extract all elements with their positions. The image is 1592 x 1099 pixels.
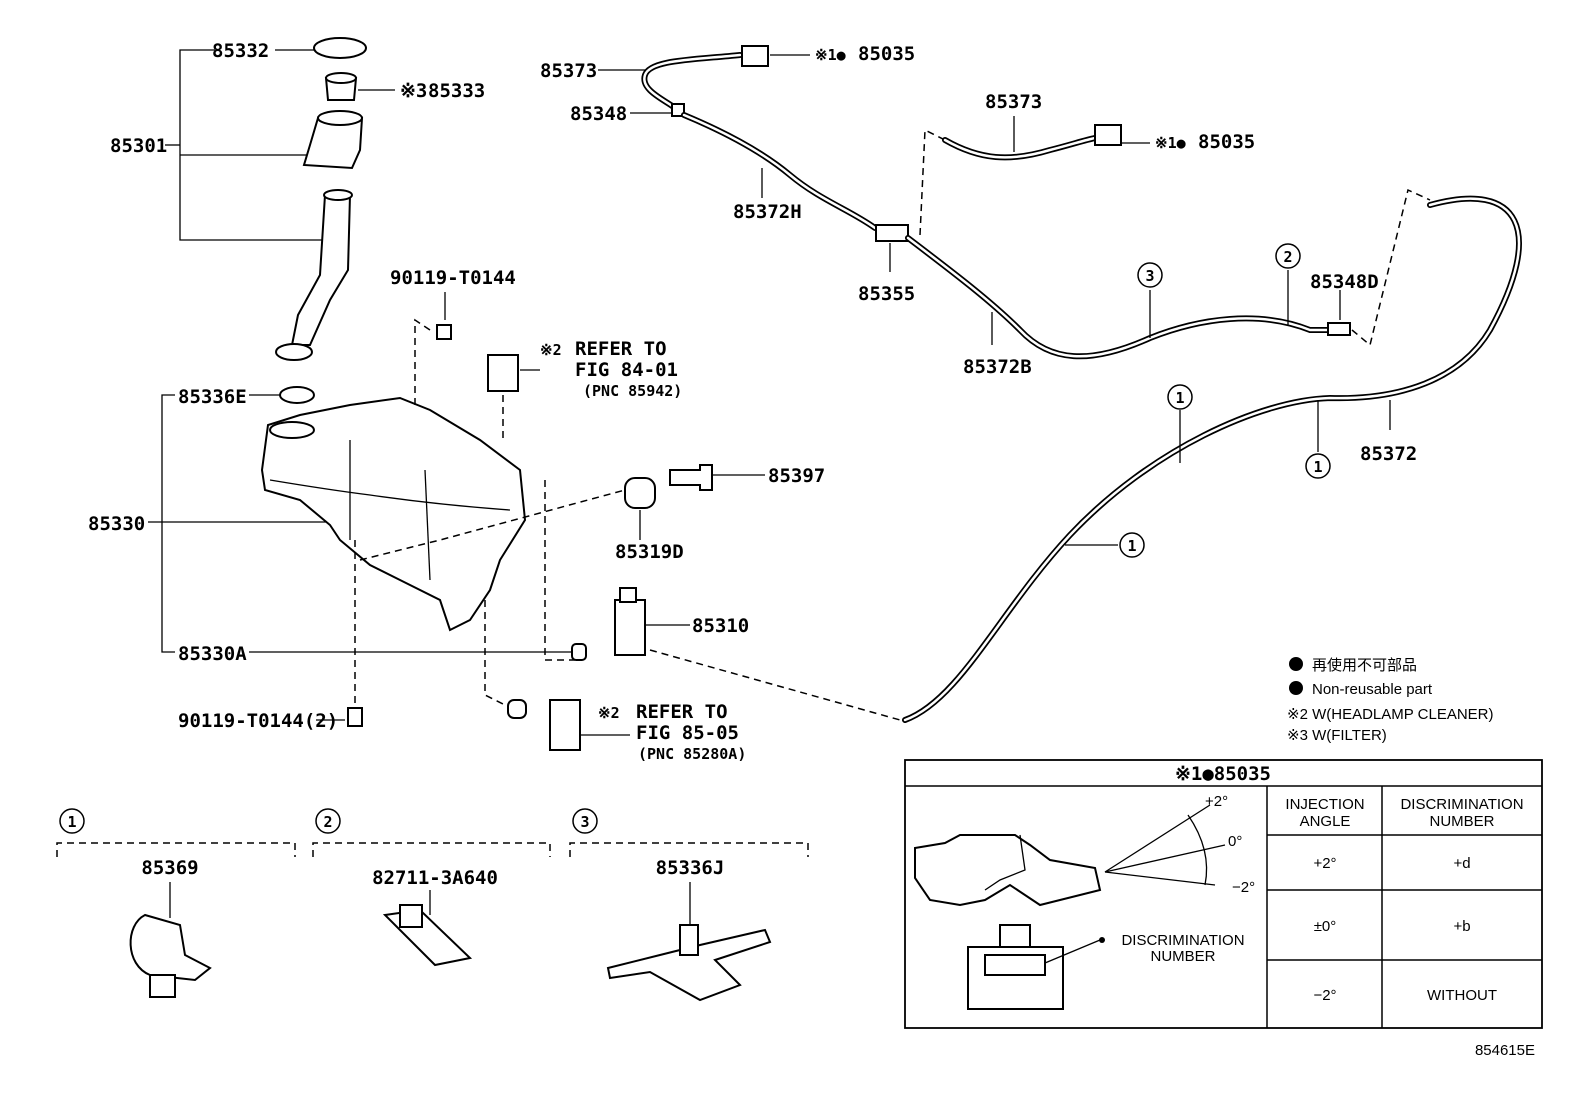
label-85397: 85397	[768, 465, 825, 487]
pump-85310	[614, 599, 646, 656]
ref2-line2: FIG 85-05	[636, 722, 739, 744]
col1-line1: INJECTION	[1285, 796, 1364, 813]
spec-table: ※1●85035 INJECTION ANGLE DISCRIMINATION …	[904, 759, 1543, 1029]
label-bolt-top: 90119-T0144	[390, 267, 516, 289]
label-85373b: 85373	[985, 91, 1042, 113]
hose-85373b	[942, 135, 1098, 161]
clip-group-3-part: 85336J	[656, 857, 725, 879]
note-85035a: ※1●	[815, 46, 846, 64]
cap-85332	[313, 37, 367, 59]
filler-pipe	[290, 194, 352, 346]
ref1-mark: ※2	[540, 341, 562, 359]
legend: 再使用不可部品 Non-reusable part ※2 W(HEADLAMP …	[1287, 657, 1494, 744]
clip-callout-2: 2	[1283, 248, 1292, 266]
clip-callout-1c: 1	[1127, 537, 1136, 555]
nozzle-illustration	[914, 834, 1102, 907]
angle-plus2: +2°	[1205, 793, 1228, 810]
legend-jp: 再使用不可部品	[1312, 657, 1417, 674]
col1-line2: ANGLE	[1300, 813, 1351, 830]
label-85035a: 85035	[858, 43, 915, 65]
clip-group-1-num: 1	[67, 813, 76, 831]
legend-note2: ※2 W(HEADLAMP CLEANER)	[1287, 706, 1494, 723]
label-85348: 85348	[570, 103, 627, 125]
table-title: ※1●85035	[1175, 763, 1271, 785]
hose-85372	[902, 195, 1522, 723]
ref1-line3: (PNC 85942)	[583, 382, 682, 400]
label-85336E: 85336E	[178, 386, 247, 408]
hose-group: 85373 ※1● 85035 85348 85372H 85355 85373…	[540, 43, 1522, 723]
grommet-85330A	[571, 643, 587, 661]
clip-82711	[382, 908, 473, 967]
clip-callout-3: 3	[1145, 267, 1154, 285]
col2-line2: NUMBER	[1429, 813, 1494, 830]
grommet-85280A	[507, 699, 527, 719]
grommet-85319D	[624, 477, 656, 509]
grommet-85336E	[279, 386, 315, 404]
joint-85348	[671, 103, 685, 117]
hose-85373a	[641, 52, 743, 111]
ref2-line1: REFER TO	[636, 701, 728, 723]
clip-callout-1a: 1	[1175, 389, 1184, 407]
label-85035b: 85035	[1198, 131, 1255, 153]
label-85348D: 85348D	[1310, 271, 1379, 293]
legend-note3: ※3 W(FILTER)	[1287, 727, 1387, 744]
label-85330A: 85330A	[178, 643, 247, 665]
note-85333: ※3	[400, 80, 427, 102]
label-85372H: 85372H	[733, 201, 802, 223]
legend-en: Non-reusable part	[1312, 681, 1433, 698]
row3-disc: WITHOUT	[1427, 987, 1497, 1004]
label-85310: 85310	[692, 615, 749, 637]
label-85301: 85301	[110, 135, 167, 157]
bullet-icon	[1289, 657, 1303, 671]
angle-zero: 0°	[1228, 833, 1242, 850]
bullet-icon	[1289, 681, 1303, 695]
label-bolt-bottom: 90119-T0144(2)	[178, 710, 338, 732]
disc-label-line2: NUMBER	[1150, 948, 1215, 965]
ref2-mark: ※2	[598, 704, 620, 722]
nozzle-85035b	[1094, 124, 1122, 146]
nozzle-85035a	[741, 45, 769, 67]
tank-85330	[260, 396, 527, 632]
row3-angle: −2°	[1313, 987, 1336, 1004]
label-85355: 85355	[858, 283, 915, 305]
disc-label-line1: DISCRIMINATION	[1121, 932, 1244, 949]
connector-85942	[487, 354, 519, 392]
bolt-bottom	[347, 707, 363, 727]
clip-group-2-num: 2	[323, 813, 332, 831]
sensor-85397	[669, 464, 713, 491]
pump-85280A	[549, 699, 581, 751]
row1-angle: +2°	[1313, 855, 1336, 872]
row1-disc: +d	[1453, 855, 1470, 872]
clip-85369	[129, 913, 212, 982]
note-85035b: ※1●	[1155, 134, 1186, 152]
joint-85348D	[1327, 322, 1351, 336]
hose-85372B	[905, 235, 1333, 360]
col2-line1: DISCRIMINATION	[1400, 796, 1523, 813]
row2-disc: +b	[1453, 918, 1470, 935]
filler-group: 85301 85332 ※3 85333 85336E	[110, 37, 485, 408]
angle-minus2: −2°	[1232, 879, 1255, 896]
label-85372: 85372	[1360, 443, 1417, 465]
label-85372B: 85372B	[963, 356, 1032, 378]
joint-85355	[875, 224, 909, 242]
figure-id: 854615E	[1475, 1042, 1535, 1059]
label-85333: 85333	[428, 80, 485, 102]
row2-angle: ±0°	[1314, 918, 1337, 935]
label-85332: 85332	[212, 40, 269, 62]
ref2-line3: (PNC 85280A)	[638, 745, 746, 763]
bolt-top	[436, 324, 452, 340]
clip-group-1-part: 85369	[141, 857, 198, 879]
tank-group: 85330 85330A 90119-T0144 90119-T0144(2) …	[88, 267, 901, 763]
label-85373a: 85373	[540, 60, 597, 82]
clip-groups: 1 85369 2 82711-3A640 3 85336J	[56, 808, 809, 1002]
label-85319D: 85319D	[615, 541, 684, 563]
clip-group-2-part: 82711-3A640	[372, 867, 498, 889]
label-85330: 85330	[88, 513, 145, 535]
clip-group-3-num: 3	[580, 813, 589, 831]
clip-callout-1b: 1	[1313, 458, 1322, 476]
ref1-line2: FIG 84-01	[575, 359, 678, 381]
ref1-line1: REFER TO	[575, 338, 667, 360]
